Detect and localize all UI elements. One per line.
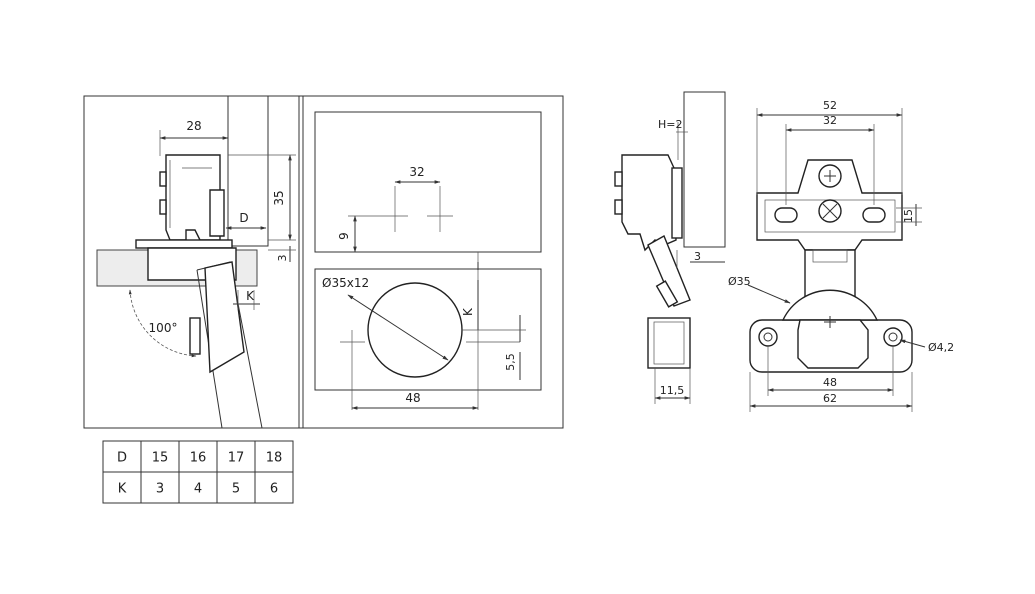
front-view: 52 32 15 Ø35 Ø4,2 48 62 bbox=[728, 99, 954, 412]
cabinet-side bbox=[227, 95, 269, 247]
table-cell: 17 bbox=[228, 451, 245, 466]
table-cell: 16 bbox=[190, 451, 207, 466]
table-cell: 15 bbox=[152, 451, 169, 466]
dim-32-label: 32 bbox=[409, 165, 424, 179]
front-32-label: 32 bbox=[823, 114, 837, 127]
opened-door bbox=[189, 261, 263, 429]
side-11-5-label: 11,5 bbox=[660, 384, 685, 397]
cup-hole bbox=[367, 282, 463, 378]
table-cell: 5 bbox=[232, 482, 240, 497]
drilling-panel: 32 9 Ø35x12 K 5,5 48 bbox=[314, 111, 542, 410]
dim-5-5-label: 5,5 bbox=[504, 353, 517, 371]
dim-48-label: 48 bbox=[405, 391, 420, 405]
table-cell: 3 bbox=[156, 482, 164, 497]
dim-3-label: 3 bbox=[276, 255, 289, 262]
front-52-label: 52 bbox=[823, 99, 837, 112]
table-cell: D bbox=[117, 451, 127, 466]
front-d35-label: Ø35 bbox=[728, 275, 751, 288]
dk-table: D 15 16 17 18K 3 4 5 6 bbox=[102, 440, 294, 504]
dim-35-label: 35 bbox=[272, 190, 286, 205]
side-h2-label: H=2 bbox=[658, 118, 683, 131]
front-48-label: 48 bbox=[823, 376, 837, 389]
side-3-label: 3 bbox=[694, 250, 701, 263]
front-15-label: 15 bbox=[902, 209, 915, 223]
installation-panel: 28 35 3 D K 100° bbox=[83, 95, 564, 429]
table-cell: 4 bbox=[194, 482, 202, 497]
cup-label: Ø35x12 bbox=[322, 276, 369, 290]
mounting-plate-view bbox=[314, 111, 542, 253]
table-cell: 18 bbox=[266, 451, 283, 466]
table-cell: 6 bbox=[270, 482, 278, 497]
hinge-arm bbox=[135, 154, 237, 281]
dim-9-label: 9 bbox=[337, 232, 351, 240]
drawing-frame bbox=[83, 95, 564, 429]
label-d: D bbox=[239, 211, 248, 225]
door-drilling-view bbox=[314, 268, 542, 391]
table-cell: K bbox=[118, 482, 127, 497]
label-k: K bbox=[246, 289, 255, 303]
cabinet-wall-side bbox=[683, 91, 726, 248]
front-62-label: 62 bbox=[823, 392, 837, 405]
front-d42-label: Ø4,2 bbox=[928, 341, 954, 354]
k-dim-label: K bbox=[461, 307, 475, 316]
angle-label: 100° bbox=[149, 321, 178, 335]
dim-28-label: 28 bbox=[186, 119, 201, 133]
side-view: H=2 3 11,5 bbox=[614, 91, 726, 404]
